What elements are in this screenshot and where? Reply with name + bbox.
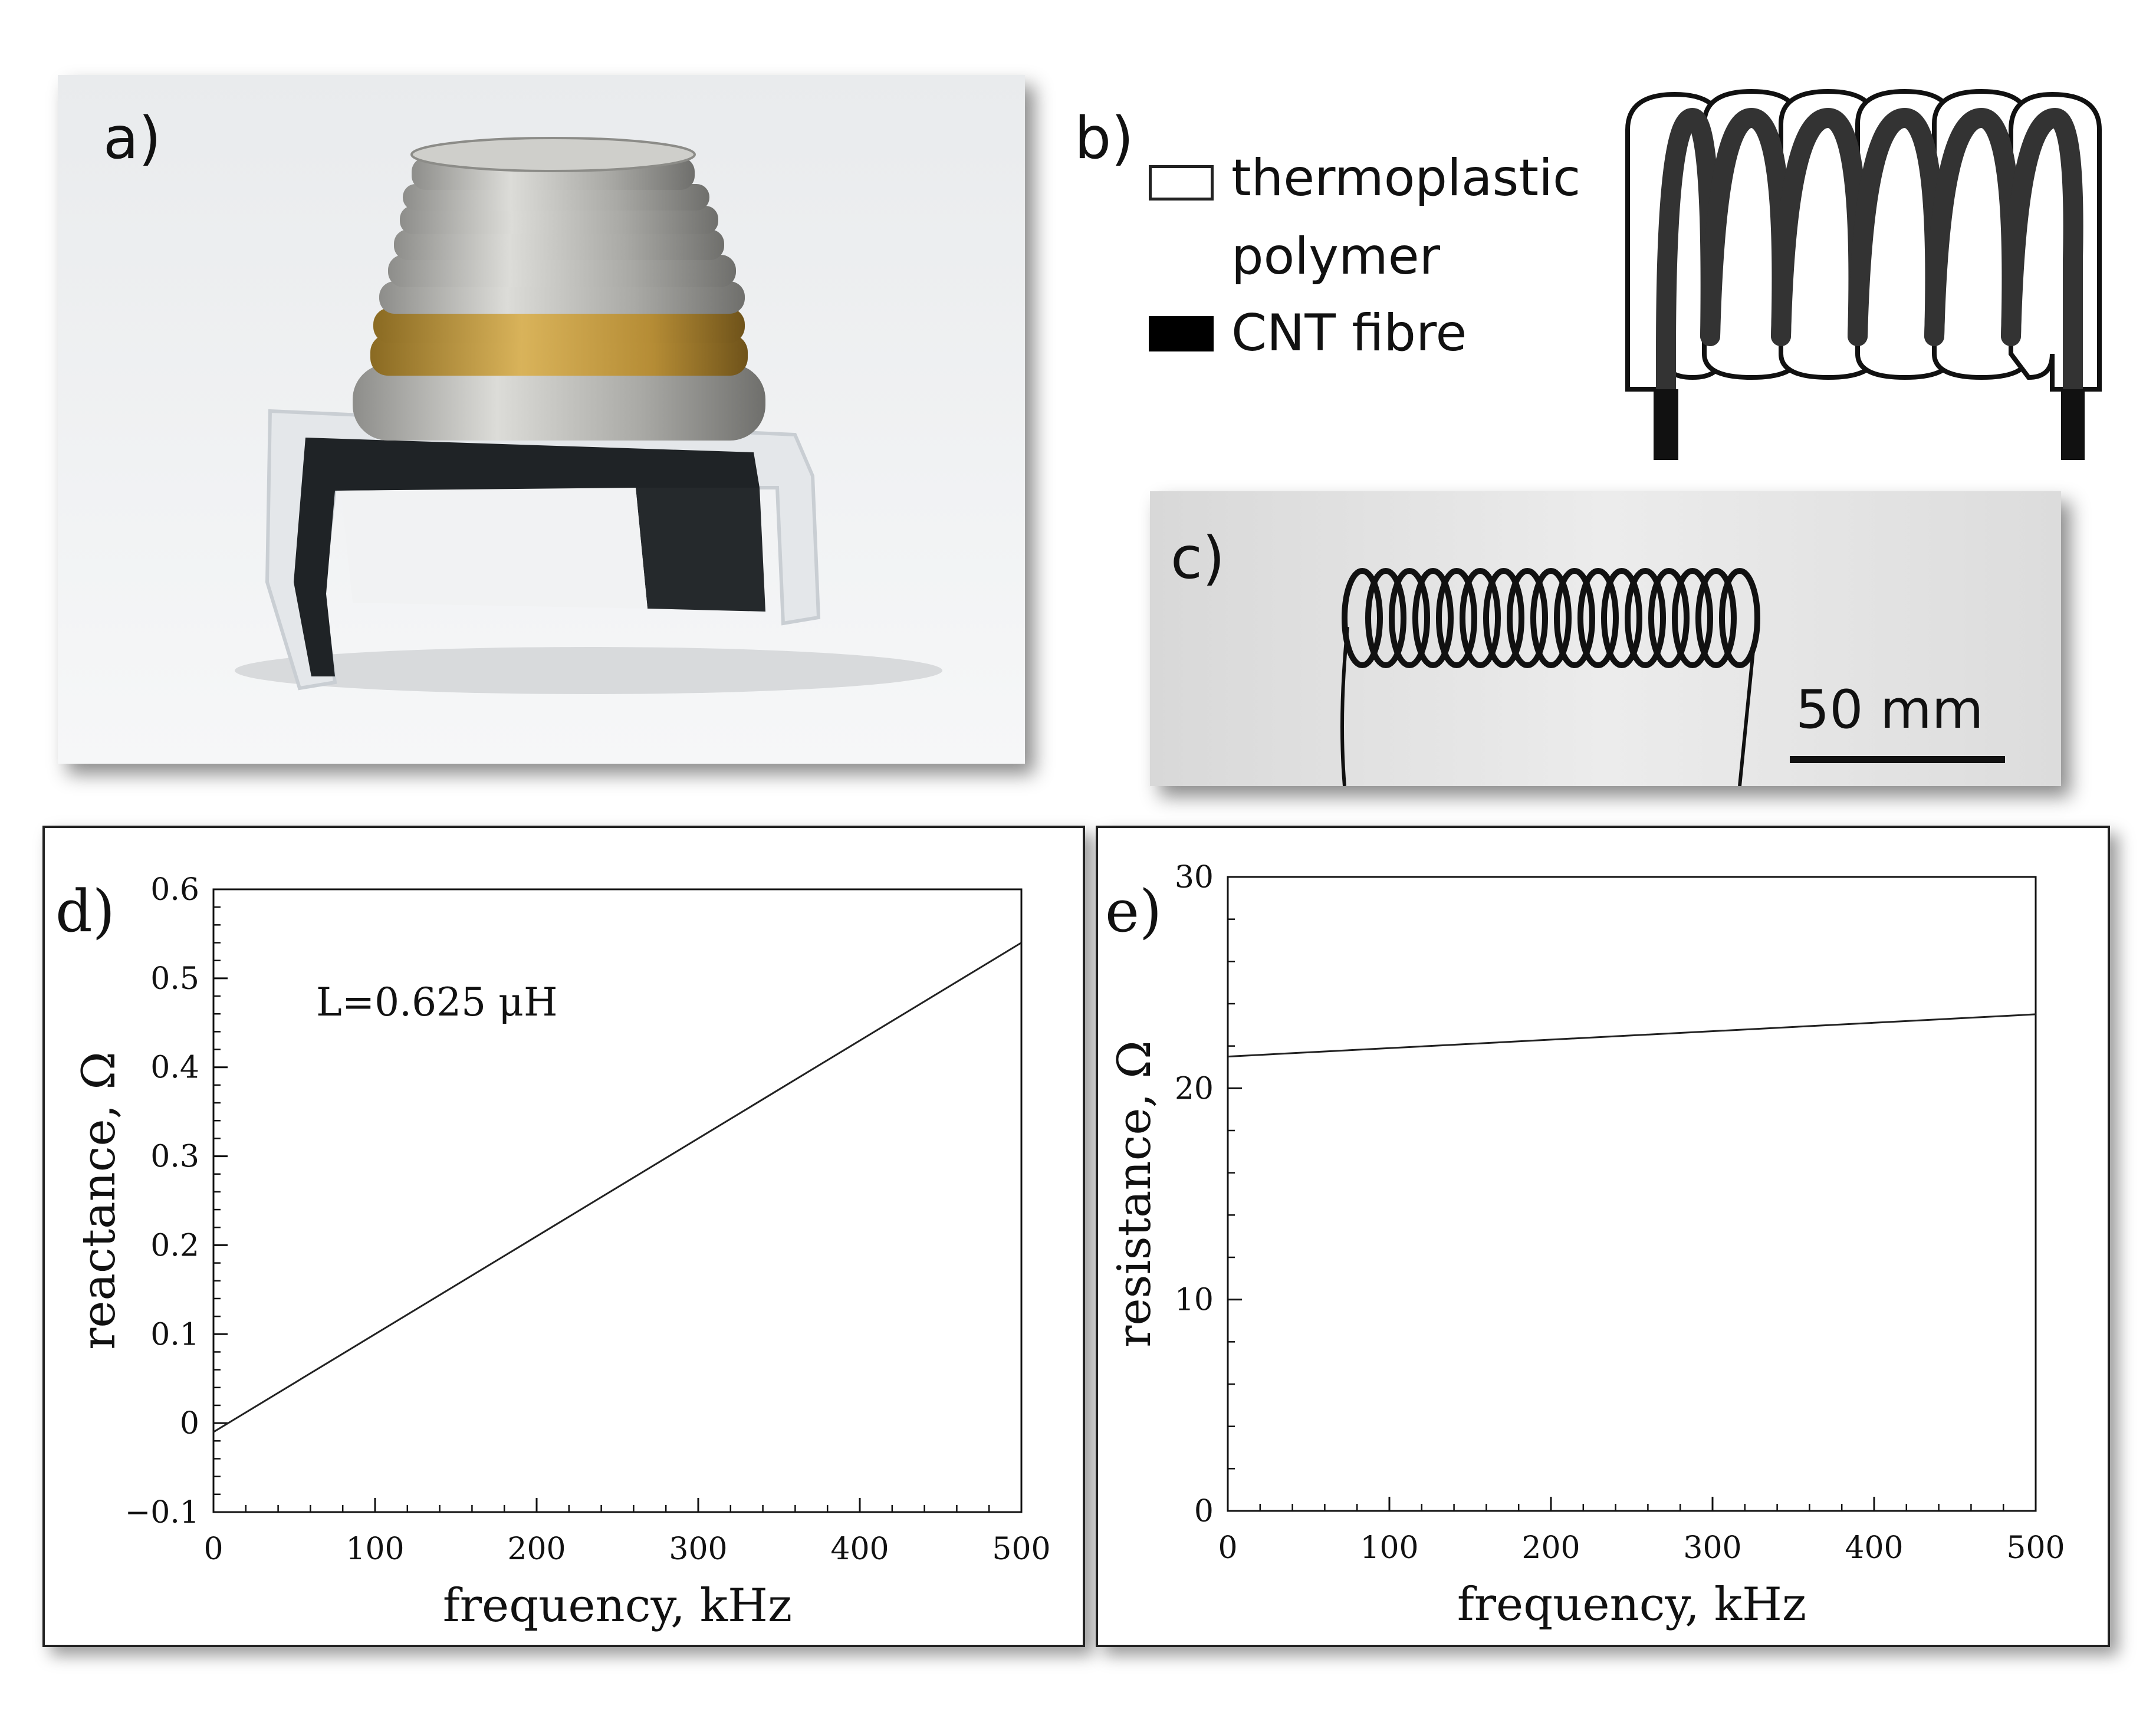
- cnt-fibre-helix: [1656, 107, 2083, 458]
- y-tick-label: 0.5: [150, 961, 199, 997]
- coins-device-illustration: [58, 75, 1025, 764]
- x-tick-label: 500: [2006, 1530, 2065, 1566]
- photo-coins-on-device: [58, 75, 1025, 764]
- y-tick-label: −0.1: [125, 1495, 199, 1530]
- y-tick-label: 20: [1175, 1071, 1214, 1106]
- x-axis-label: frequency, kHz: [443, 1579, 792, 1632]
- chart-frame-resistance: 0 100 200 300 400 500 0 10 20 30 frequency, kHz res…: [1096, 826, 2110, 1647]
- coin-stack: [353, 137, 765, 441]
- legend-swatch-polymer: [1149, 165, 1214, 201]
- panel-label-b: b): [1074, 105, 1134, 172]
- x-tick-label: 0: [203, 1532, 223, 1567]
- printed-coil-illustration: [1150, 491, 2061, 786]
- panel-label: d): [55, 878, 115, 945]
- y-tick-label: 0.3: [150, 1139, 199, 1175]
- y-tick-label: 0.4: [150, 1050, 199, 1086]
- panel-label-c: c): [1171, 525, 1225, 592]
- legend-label-polymer-line2: polymer: [1231, 227, 1441, 286]
- cnt-film: [294, 438, 760, 676]
- legend-label-polymer: thermoplastic: [1231, 149, 1581, 208]
- chart-resistance: 0 100 200 300 400 500 0 10 20 30 frequency, kHz res…: [1105, 860, 2065, 1631]
- photo-printed-coil: 50 mm: [1150, 491, 2061, 786]
- panel-label-a: a): [103, 105, 162, 172]
- y-tick-label: 0.1: [150, 1317, 199, 1352]
- x-tick-label: 400: [830, 1532, 889, 1567]
- y-tick-label: 10: [1175, 1283, 1214, 1318]
- coil-turns: [1342, 568, 1760, 668]
- panel-label: e): [1105, 878, 1162, 945]
- legend-label-cnt-fibre: CNT fibre: [1231, 304, 1467, 363]
- plot-area: [1227, 876, 2037, 1512]
- x-tick-label: 500: [992, 1532, 1050, 1567]
- legend-swatch-cnt-fibre: [1149, 316, 1214, 351]
- series-line: [1227, 1013, 2036, 1058]
- y-tick-label: 0: [180, 1406, 199, 1441]
- x-axis-label: frequency, kHz: [1457, 1578, 1806, 1631]
- y-tick-label: 0: [1194, 1494, 1214, 1529]
- x-tick-label: 300: [1683, 1530, 1741, 1566]
- x-tick-label: 200: [1521, 1530, 1580, 1566]
- x-tick-label: 400: [1845, 1530, 1903, 1566]
- series-line: [213, 942, 1022, 1433]
- x-tick-label: 300: [669, 1532, 727, 1567]
- plot-area: [212, 888, 1023, 1513]
- scale-bar-label: 50 mm: [1796, 679, 1984, 741]
- x-tick-label: 0: [1218, 1530, 1237, 1566]
- coil-schematic: [1625, 88, 2102, 460]
- y-tick-label: 30: [1175, 860, 1214, 895]
- x-tick-label: 200: [507, 1532, 566, 1567]
- x-tick-label: 100: [346, 1532, 404, 1567]
- y-tick-label: 0.6: [150, 872, 199, 908]
- y-axis-label: resistance, Ω: [1108, 1040, 1161, 1348]
- y-axis-label: reactance, Ω: [73, 1051, 126, 1350]
- y-tick-label: 0.2: [150, 1228, 199, 1263]
- x-tick-label: 100: [1360, 1530, 1418, 1566]
- inductance-annotation: L=0.625 μH: [316, 980, 558, 1025]
